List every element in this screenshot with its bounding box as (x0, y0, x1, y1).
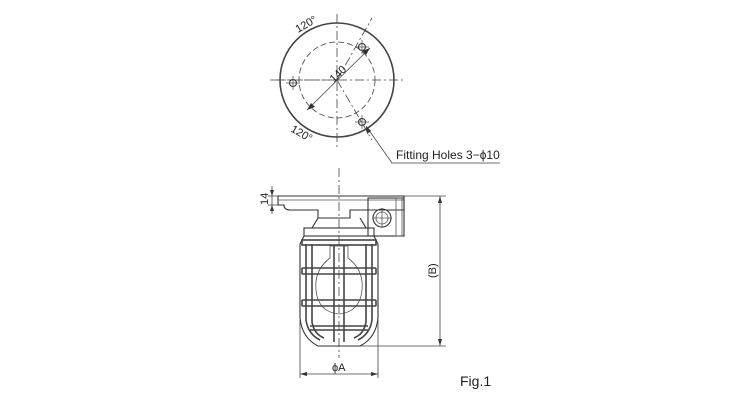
diameter-140-dimension-line (306, 47, 371, 111)
bolt-radial-lower (336, 79, 373, 141)
junction-box (367, 197, 405, 237)
bolt-radial-upper (336, 17, 373, 81)
diameter-arrow-lower (307, 103, 315, 110)
leader-arrow (366, 126, 371, 134)
diameter-arrow-upper (362, 48, 370, 55)
fitting-hole-left (286, 76, 300, 90)
fitting-holes-callout: Fitting Holes 3−ϕ10 (396, 148, 500, 162)
fitting-hole-upper (355, 40, 369, 54)
mounting-bracket (277, 195, 405, 219)
fitting-hole-lower (355, 115, 369, 129)
dim-b-label: (B) (427, 263, 439, 278)
dim-14-label: 14 (259, 193, 271, 205)
top-view: 140 120° 120° Fitting Holes 3−ϕ10 (270, 14, 500, 164)
dim-a-label: ϕA (332, 362, 346, 374)
side-view: 14 (B) ϕA (259, 168, 446, 378)
fitting-holes-leader (365, 125, 500, 164)
angle-label-bottom: 120° (289, 123, 315, 145)
guard-cage (301, 239, 377, 342)
diameter-140-label: 140 (328, 64, 349, 85)
bulb (315, 245, 363, 315)
figure-caption: Fig.1 (460, 373, 491, 389)
